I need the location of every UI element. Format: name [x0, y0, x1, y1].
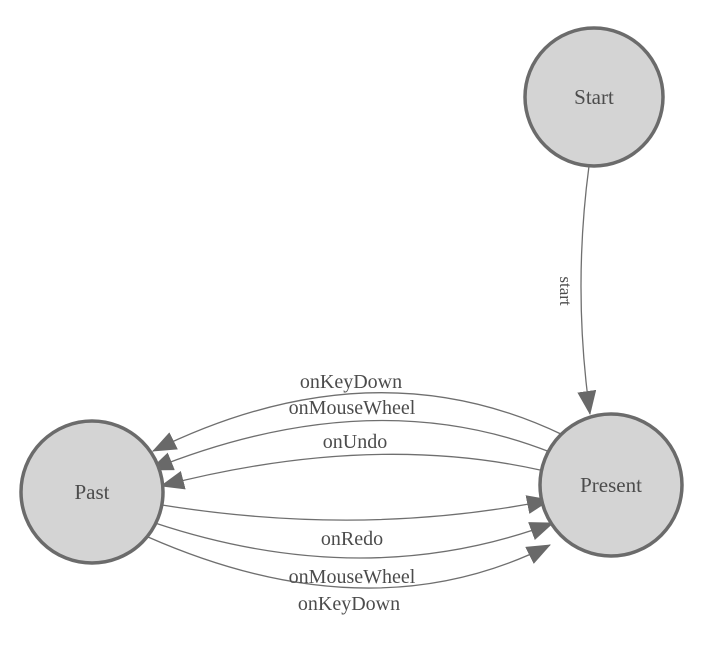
state-node-start-label: Start: [574, 85, 614, 109]
state-node-start: Start: [523, 26, 665, 168]
edge-label-onundo: onUndo: [323, 431, 387, 453]
edge-label-onmousewheel-bottom: onMouseWheel: [289, 566, 416, 588]
edge-label-onredo: onRedo: [321, 528, 383, 550]
edge-past-to-present-onmousewheel: [154, 522, 554, 559]
edge-past-to-present-onkeydown: [147, 536, 551, 589]
edge-label-onmousewheel-top: onMouseWheel: [289, 397, 416, 419]
state-node-past-circle: [19, 419, 165, 565]
state-node-past: Past: [19, 419, 165, 565]
edge-label-onkeydown-top: onKeyDown: [300, 371, 402, 393]
state-node-past-label: Past: [74, 480, 109, 504]
state-node-present-circle: [538, 412, 684, 558]
edge-present-to-past-onkeydown: [152, 392, 564, 452]
state-node-present: Present: [538, 412, 684, 558]
edge-label-onkeydown-bottom: onKeyDown: [298, 593, 400, 615]
edge-label-start: start: [556, 276, 575, 306]
edge-present-to-past-onundo: [160, 453, 541, 490]
state-node-present-label: Present: [580, 473, 642, 497]
state-node-start-circle: [523, 26, 665, 168]
edge-present-to-past-onmousewheel: [149, 419, 551, 471]
edge-start-to-present: [577, 165, 597, 415]
edge-past-to-present-onredo: [161, 495, 551, 521]
